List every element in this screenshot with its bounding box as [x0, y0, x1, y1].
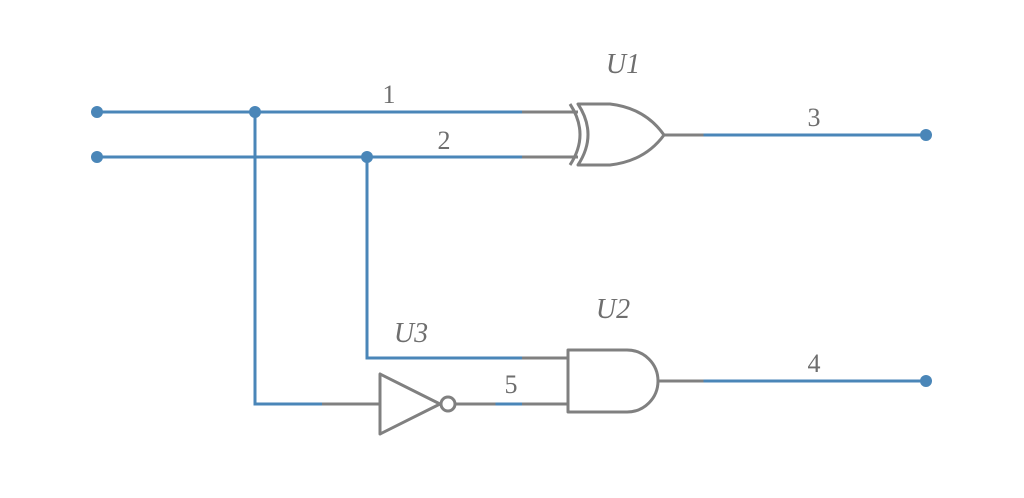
input-terminal-2[interactable] [91, 151, 103, 163]
net-label-5: 5 [505, 370, 518, 399]
net-label-3: 3 [808, 103, 821, 132]
net-2[interactable]: 2 [91, 126, 578, 360]
net-1[interactable]: 1 [91, 80, 578, 406]
input-terminal-1[interactable] [91, 106, 103, 118]
component-ref-u3: U3 [394, 318, 428, 349]
xor-gate-u1[interactable]: U1 [568, 49, 666, 167]
and-gate-u2[interactable]: U2 [566, 294, 660, 414]
component-ref-u2: U2 [596, 294, 630, 325]
not-gate-u3[interactable]: U3 [378, 318, 457, 436]
net-4[interactable]: 4 [659, 349, 932, 387]
inverter-bubble [439, 395, 457, 413]
net-3[interactable]: 3 [664, 103, 932, 141]
output-terminal-4[interactable] [920, 375, 932, 387]
junction-dot-1 [249, 106, 261, 118]
junction-dot-2 [361, 151, 373, 163]
net-5[interactable]: 5 [456, 370, 568, 406]
output-terminal-3[interactable] [920, 129, 932, 141]
net-label-4: 4 [808, 349, 821, 378]
net-label-2: 2 [438, 126, 451, 155]
component-ref-u1: U1 [606, 49, 640, 80]
net-label-1: 1 [383, 80, 396, 109]
